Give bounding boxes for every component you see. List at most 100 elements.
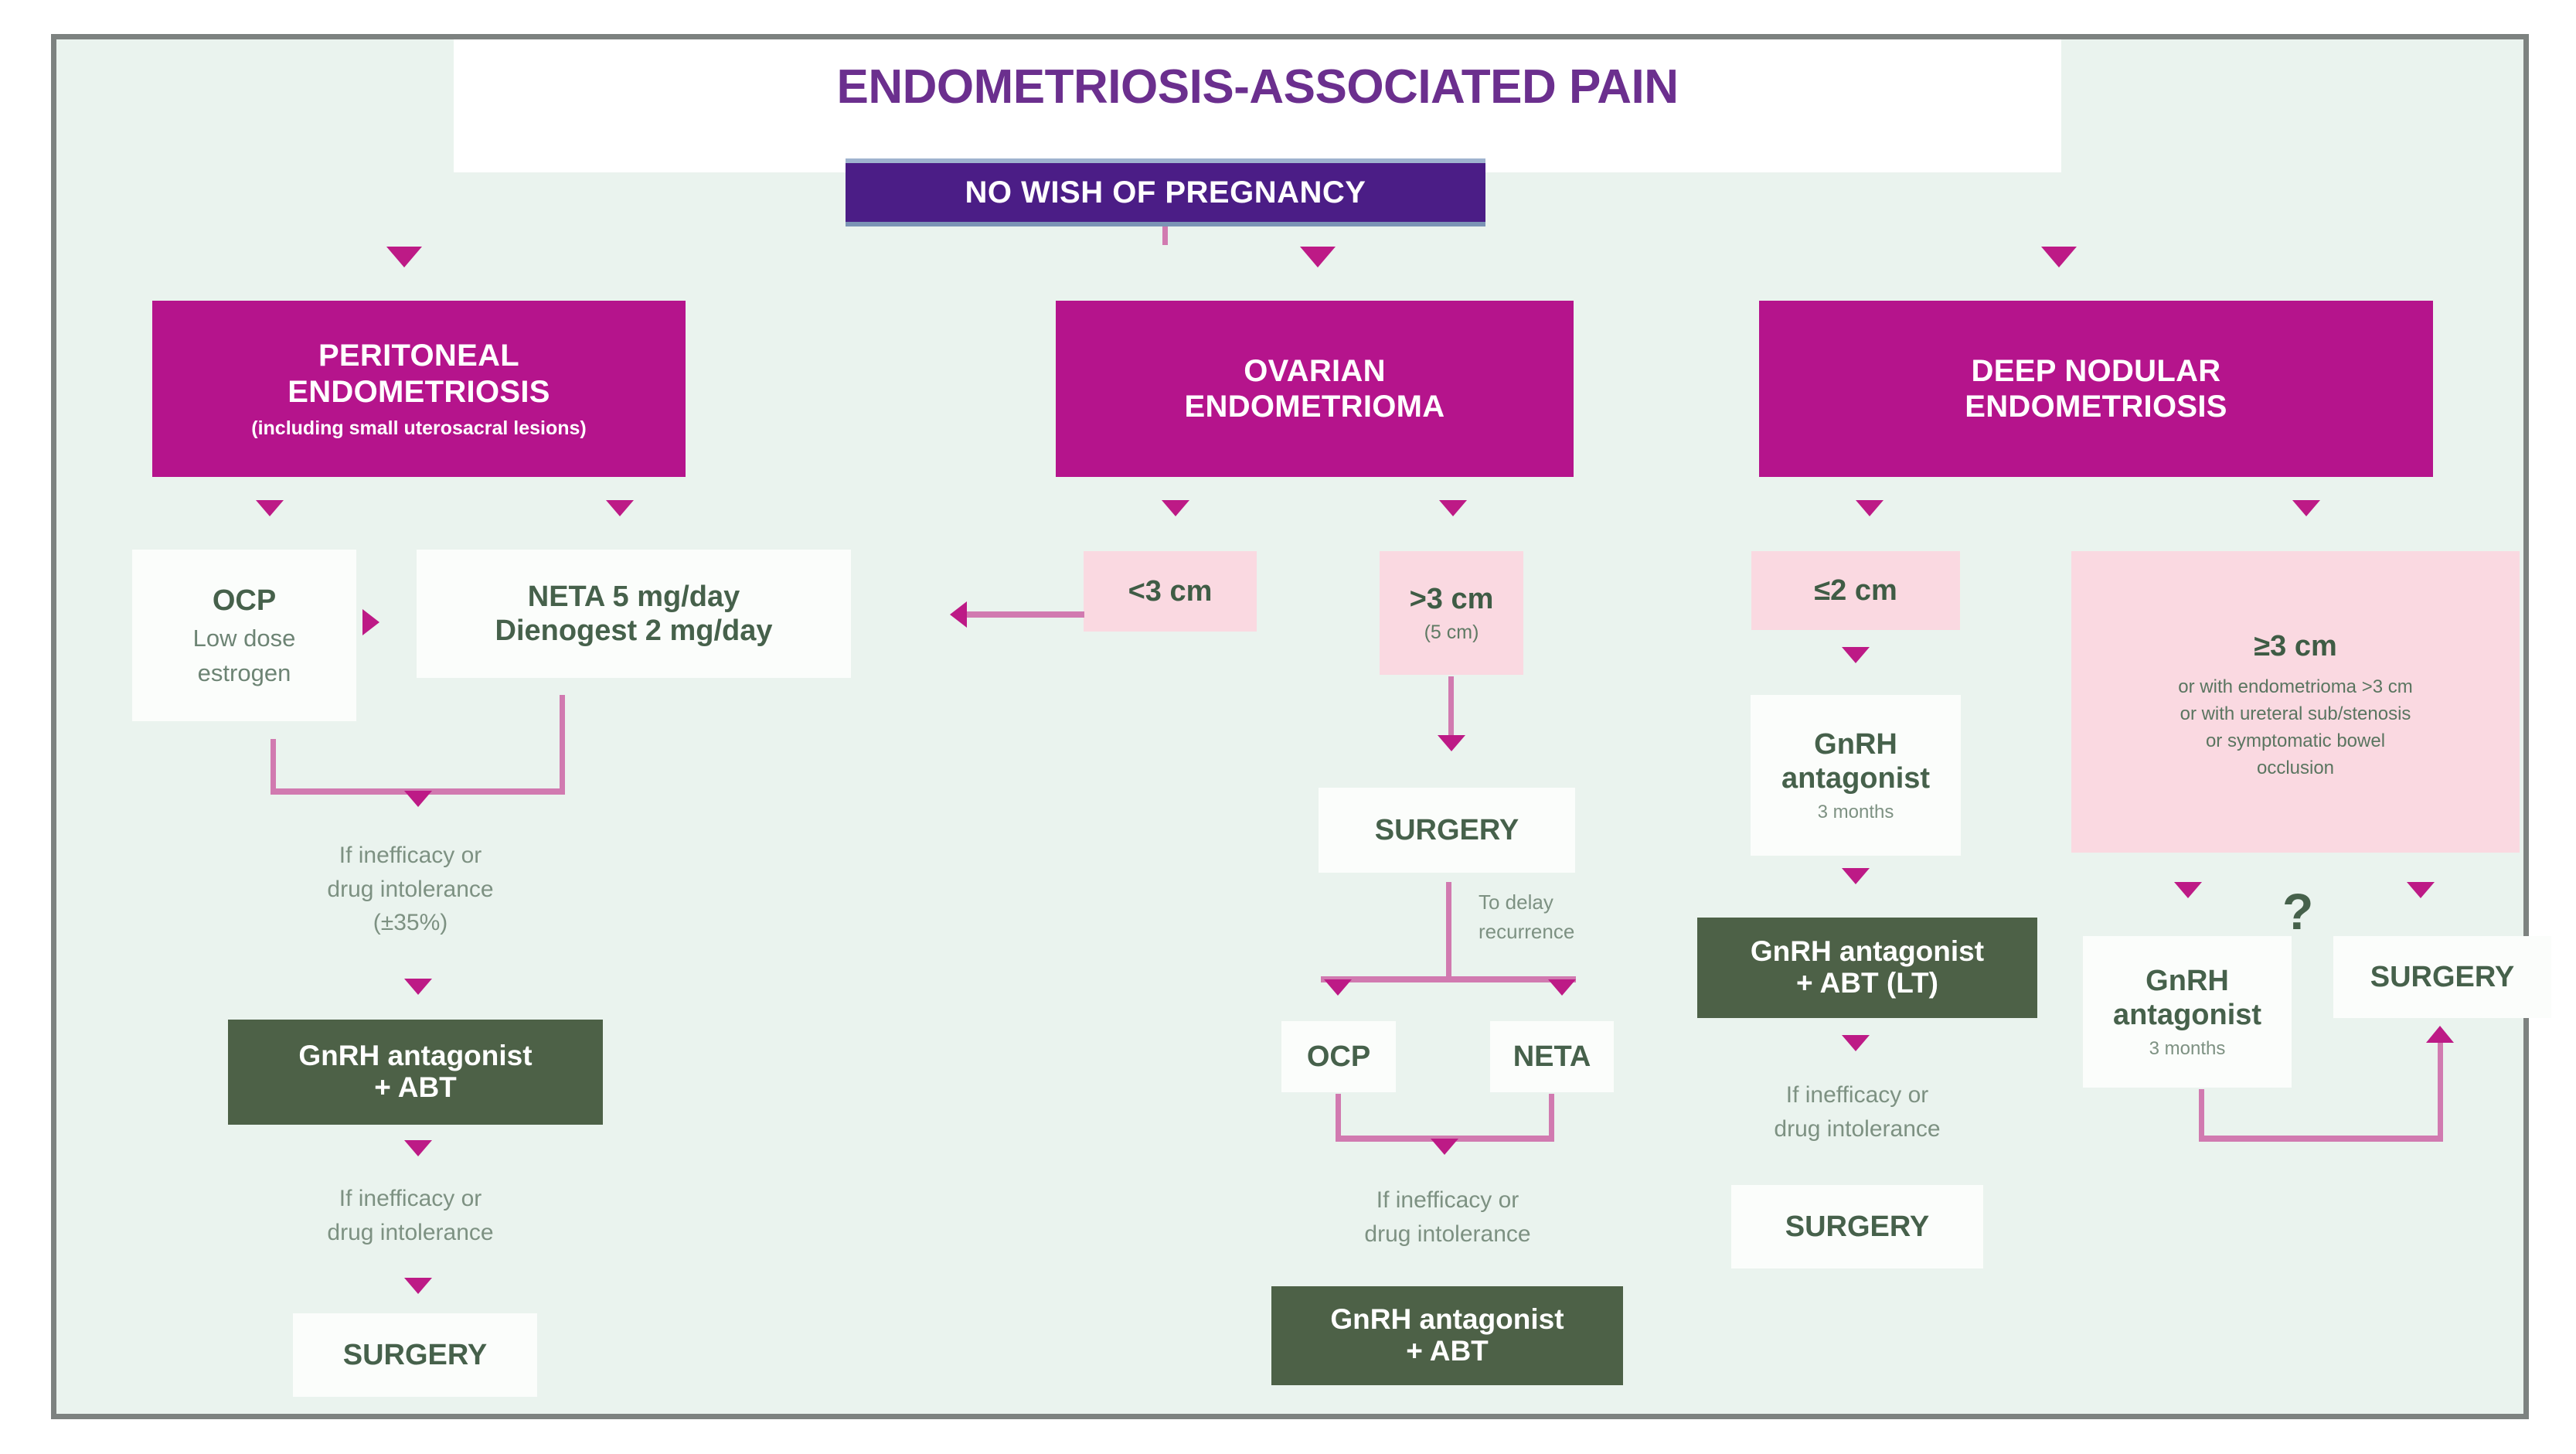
header-ovarian-endometrioma: OVARIAN ENDOMETRIOMA bbox=[1056, 301, 1574, 477]
node-endometrioma-over-3cm: >3 cm (5 cm) bbox=[1380, 551, 1523, 675]
arrow-gnrh-to-caption-peritoneal bbox=[404, 1140, 432, 1156]
gnrh-short-sub: 3 months bbox=[1817, 802, 1894, 823]
arrow-small-nodule-to-gnrh bbox=[1842, 647, 1870, 663]
arrow-loop-to-surgery-right bbox=[2426, 1026, 2454, 1043]
arrow-to-surgery-right bbox=[2407, 882, 2435, 898]
large-nodule-line3: or symptomatic bowel bbox=[2205, 730, 2386, 752]
line-large-cyst-to-surgery bbox=[1448, 676, 1454, 737]
caption-inefficacy-peritoneal-1: If inefficacy or drug intolerance (±35%) bbox=[248, 839, 573, 940]
caption-inefficacy-ovarian: If inefficacy or drug intolerance bbox=[1285, 1183, 1610, 1251]
gnrh-lt-line1: GnRH antagonist bbox=[1750, 935, 1985, 968]
title-background-band bbox=[454, 39, 2061, 172]
page-title: ENDOMETRIOSIS-ASSOCIATED PAIN bbox=[836, 60, 1679, 114]
arrow-small-cyst-to-neta bbox=[950, 601, 967, 628]
small-nodule-label: ≤2 cm bbox=[1814, 574, 1897, 607]
arrow-to-large-cyst bbox=[1439, 500, 1467, 516]
arrow-to-neta bbox=[606, 500, 634, 516]
header-peritoneal-line1: PERITONEAL bbox=[318, 339, 520, 373]
header-ovarian-line2: ENDOMETRIOMA bbox=[1184, 390, 1445, 424]
caption-p1-line2: drug intolerance bbox=[327, 876, 494, 902]
surgery-d-left-label: SURGERY bbox=[1785, 1210, 1930, 1243]
arrow-to-large-nodule bbox=[2292, 500, 2320, 516]
node-neta-ovarian: NETA bbox=[1490, 1021, 1614, 1092]
neta-o-down-line bbox=[1549, 1094, 1554, 1140]
header-peritoneal-endometriosis: PERITONEAL ENDOMETRIOSIS (including smal… bbox=[152, 301, 686, 477]
neta-down-line bbox=[560, 695, 565, 793]
header-peritoneal-subtitle: (including small uterosacral lesions) bbox=[251, 417, 587, 439]
loop-horizontal-line-right bbox=[2199, 1136, 2443, 1142]
gnrh-lt-line2: + ABT (LT) bbox=[1796, 967, 1938, 999]
arrow-large-cyst-to-surgery bbox=[1438, 735, 1465, 751]
arrow-to-deep bbox=[2041, 247, 2077, 267]
gnrh-o-line1: GnRH antagonist bbox=[1330, 1303, 1564, 1336]
caption-d-line1: If inefficacy or bbox=[1785, 1082, 1929, 1108]
gnrh-right-title2: antagonist bbox=[2112, 999, 2262, 1032]
large-nodule-line1: or with endometrioma >3 cm bbox=[2178, 676, 2413, 698]
header-ovarian-line1: OVARIAN bbox=[1244, 353, 1386, 388]
ocp-line1: Low dose bbox=[192, 625, 296, 652]
question-mark-icon: ? bbox=[2282, 883, 2314, 940]
gnrh-short-title2: antagonist bbox=[1781, 762, 1931, 795]
node-gnrh-abt-lt: GnRH antagonist + ABT (LT) bbox=[1697, 918, 2037, 1018]
node-gnrh-abt-ovarian: GnRH antagonist + ABT bbox=[1271, 1286, 1623, 1385]
caption-o-line2: drug intolerance bbox=[1364, 1221, 1531, 1247]
node-surgery-deep-right: SURGERY bbox=[2333, 936, 2551, 1018]
neta-o-label: NETA bbox=[1513, 1040, 1591, 1073]
arrow-gnrh-lt-to-caption bbox=[1842, 1035, 1870, 1051]
node-nodule-under-2cm: ≤2 cm bbox=[1751, 551, 1960, 630]
node-gnrh-abt-peritoneal: GnRH antagonist + ABT bbox=[228, 1020, 603, 1125]
arrow-to-ocp-ovarian bbox=[1324, 979, 1352, 996]
node-gnrh-antagonist-3months-left: GnRH antagonist 3 months bbox=[1751, 695, 1961, 856]
large-nodule-line2: or with ureteral sub/stenosis bbox=[2180, 703, 2411, 725]
gnrh-short-title1: GnRH bbox=[1814, 728, 1897, 761]
arrow-merge-ovarian bbox=[1431, 1139, 1458, 1155]
large-nodule-criteria: or with endometrioma >3 cm or with urete… bbox=[2178, 674, 2412, 781]
loop-up-line-right bbox=[2438, 1043, 2443, 1140]
ocp-o-down-line bbox=[1336, 1094, 1341, 1140]
arrow-to-gnrh-peritoneal bbox=[404, 979, 432, 995]
caption-to-delay-recurrence: To delay recurrence bbox=[1479, 888, 1679, 946]
caption-p2-line2: drug intolerance bbox=[327, 1219, 494, 1245]
node-surgery-deep-left: SURGERY bbox=[1731, 1185, 1983, 1268]
arrow-to-small-cyst bbox=[1162, 500, 1189, 516]
large-cyst-sub: (5 cm) bbox=[1424, 621, 1479, 643]
surgery-o-label: SURGERY bbox=[1374, 813, 1519, 846]
ocp-title: OCP bbox=[212, 584, 277, 617]
loop-down-line-right bbox=[2199, 1089, 2204, 1140]
line-small-cyst-to-neta bbox=[967, 611, 1084, 618]
header-deep-line1: DEEP NODULAR bbox=[1971, 353, 2221, 388]
node-ocp-ovarian: OCP bbox=[1281, 1021, 1396, 1092]
ocp-down-line bbox=[271, 739, 276, 793]
gnrh-o-line2: + ABT bbox=[1406, 1335, 1489, 1367]
arrow-to-small-nodule bbox=[1856, 500, 1884, 516]
entry-node-no-wish-of-pregnancy: NO WISH OF PREGNANCY bbox=[846, 158, 1485, 226]
arrow-to-gnrh-abt-lt bbox=[1842, 868, 1870, 884]
gnrh-right-title1: GnRH bbox=[2146, 965, 2229, 997]
node-surgery-peritoneal: SURGERY bbox=[293, 1313, 537, 1397]
arrow-to-surgery-peritoneal bbox=[404, 1278, 432, 1294]
arrow-to-neta-ovarian bbox=[1548, 979, 1576, 996]
header-peritoneal-line2: ENDOMETRIOSIS bbox=[288, 374, 550, 409]
arrow-ocp-to-neta bbox=[362, 609, 379, 635]
caption-o-line1: If inefficacy or bbox=[1376, 1187, 1519, 1213]
caption-p2-line1: If inefficacy or bbox=[339, 1186, 482, 1211]
node-ocp-peritoneal: OCP Low dose estrogen bbox=[132, 550, 356, 721]
delay-line2: recurrence bbox=[1479, 919, 1575, 943]
entry-node-label: NO WISH OF PREGNANCY bbox=[965, 175, 1366, 209]
caption-p1-line1: If inefficacy or bbox=[339, 843, 482, 868]
node-endometrioma-under-3cm: <3 cm bbox=[1084, 551, 1257, 632]
header-deep-nodular-endometriosis: DEEP NODULAR ENDOMETRIOSIS bbox=[1759, 301, 2433, 477]
arrow-to-ocp bbox=[256, 500, 284, 516]
ocp-o-label: OCP bbox=[1306, 1040, 1371, 1073]
node-nodule-over-3cm: ≥3 cm or with endometrioma >3 cm or with… bbox=[2071, 551, 2520, 853]
entry-stem bbox=[1162, 226, 1168, 245]
surgery-d-right-label: SURGERY bbox=[2370, 960, 2515, 993]
surgery-p-label: SURGERY bbox=[342, 1338, 488, 1371]
delay-line1: To delay bbox=[1479, 890, 1553, 914]
arrow-to-ovarian bbox=[1300, 247, 1336, 267]
caption-d-line2: drug intolerance bbox=[1774, 1115, 1941, 1142]
header-deep-line2: ENDOMETRIOSIS bbox=[1965, 390, 2227, 424]
caption-inefficacy-deep: If inefficacy or drug intolerance bbox=[1695, 1078, 2020, 1146]
diagram-panel: ENDOMETRIOSIS-ASSOCIATED PAIN NO WISH OF… bbox=[51, 34, 2551, 1419]
caption-inefficacy-peritoneal-2: If inefficacy or drug intolerance bbox=[248, 1182, 573, 1249]
